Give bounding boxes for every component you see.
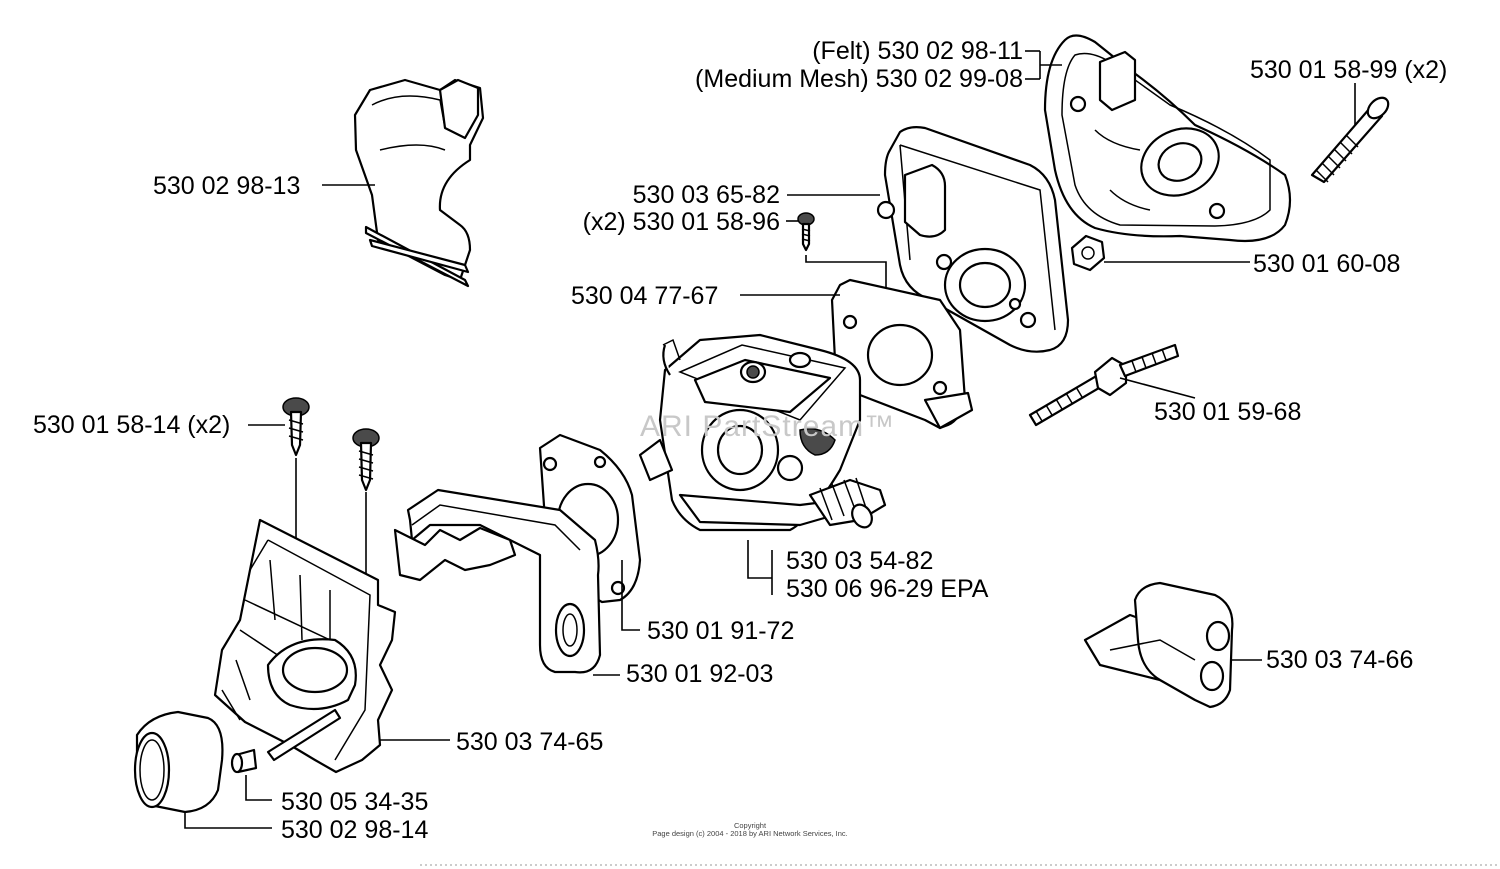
part-label-bushing: 530 05 34-35 [281, 788, 429, 816]
copyright-title: Copyright [733, 821, 767, 830]
part-label-cover-bolt: 530 01 58-99 (x2) [1250, 56, 1448, 84]
part-label-stud-bolt: 530 01 59-68 [1154, 398, 1302, 426]
part-label-sleeve-cup: 530 02 98-14 [281, 816, 429, 844]
part-label-carb-gasket: 530 04 77-67 [571, 282, 719, 310]
part-label-mesh-filter: (Medium Mesh) 530 02 99-08 [695, 65, 1023, 93]
part-label-housing-plate: 530 03 65-82 [632, 181, 780, 209]
carburetor [638, 333, 887, 532]
filter-housing-plate [876, 126, 1070, 353]
part-label-felt-filter: (Felt) 530 02 98-11 [812, 37, 1023, 65]
stud-bolt [1028, 343, 1180, 427]
carburetor-gasket [830, 278, 974, 430]
sleeve-cup [133, 710, 224, 814]
duct-screw-1 [282, 397, 310, 457]
watermark-text: ARI PartStream™ [640, 410, 896, 443]
intake-bracket [393, 488, 602, 674]
part-label-intake-housing: 530 03 74-65 [456, 728, 604, 756]
part-label-housing-screw: (x2) 530 01 58-96 [582, 208, 780, 236]
bushing [230, 748, 258, 774]
part-label-intake-gasket: 530 01 91-72 [647, 617, 795, 645]
part-label-clip-bracket: 530 03 74-66 [1266, 646, 1414, 674]
part-label-carburetor: 530 03 54-82 [786, 547, 934, 575]
copyright-notice: Page design (c) 2004 - 2018 by ARI Netwo… [652, 829, 848, 838]
duct-screw-2 [352, 428, 380, 492]
part-label-nut: 530 01 60-08 [1253, 250, 1401, 278]
part-label-duct-screw: 530 01 58-14 (x2) [33, 411, 231, 439]
nut [1070, 234, 1106, 272]
cover-bolt [1310, 96, 1390, 184]
housing-screw [797, 212, 815, 252]
intake-housing [213, 518, 397, 774]
part-label-air-duct: 530 02 98-13 [153, 172, 301, 200]
filter-clip-bracket [1083, 581, 1234, 709]
part-label-intake-bracket: 530 01 92-03 [626, 660, 774, 688]
air-filter-cover [1043, 34, 1292, 243]
part-label-carburetor-epa: 530 06 96-29 EPA [786, 575, 989, 603]
air-intake-duct [353, 78, 485, 288]
